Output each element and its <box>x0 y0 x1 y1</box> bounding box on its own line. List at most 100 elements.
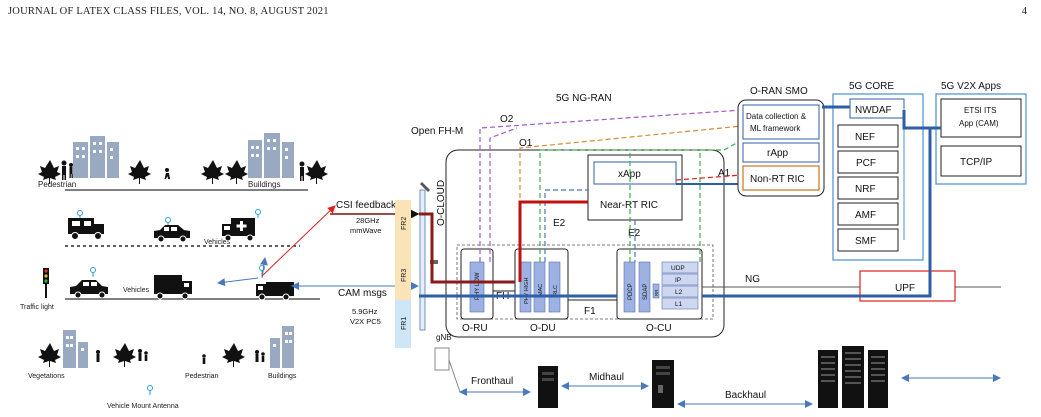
o2-label: O2 <box>500 114 514 125</box>
antenna-icon <box>147 385 153 391</box>
gnb-antenna-icon <box>419 182 438 331</box>
ambulance-icon <box>222 218 255 242</box>
pedestrian-icon <box>202 354 206 364</box>
traffic-light-icon <box>43 268 49 298</box>
v2x-freq-label: 5.9GHz <box>352 307 378 316</box>
ng-label: NG <box>745 274 760 285</box>
mmwave-freq-label: 28GHz <box>356 216 380 225</box>
non-rt-ric-label: Non-RT RIC <box>750 174 805 185</box>
o-du-label: O-DU <box>530 323 556 334</box>
pedestrian-icon <box>61 160 67 180</box>
traffic-light-label: Traffic light <box>20 304 54 311</box>
data-paths <box>419 183 1001 298</box>
management-links <box>479 109 743 262</box>
radio-links: CSI feedback 28GHz mmWave CAM msgs 5.9GH… <box>291 182 452 348</box>
truck-icon <box>256 282 294 301</box>
tcpip-label: TCP/IP <box>960 157 993 168</box>
pedestrian-icon <box>255 350 265 362</box>
backhaul-label: Backhaul <box>725 390 766 401</box>
core-function: AMF <box>855 210 876 221</box>
xapp-label: xApp <box>618 169 641 180</box>
buildings-label: Buildings <box>268 373 297 380</box>
o1-label: O1 <box>519 138 533 149</box>
server-icon <box>652 360 674 408</box>
core-function: PCF <box>856 158 876 169</box>
radio-unit-icon <box>434 347 450 371</box>
fr3-label: FR3 <box>401 269 408 282</box>
car-icon <box>154 225 190 243</box>
tree-icon <box>38 160 61 184</box>
o-cu-layer: L1 <box>675 301 683 308</box>
core-function: NEF <box>855 132 875 143</box>
upf-label: UPF <box>895 283 915 294</box>
pedestrian-icon <box>299 161 305 181</box>
truck-icon <box>154 275 192 300</box>
fr1-band <box>395 300 411 348</box>
xapp-box <box>593 161 677 185</box>
o-ru-label: O-RU <box>462 323 488 334</box>
core-function: NWDAF <box>855 105 892 116</box>
transport-network: Fronthaul Midhaul Backhaul <box>434 346 1001 408</box>
core-function: SMF <box>855 236 876 247</box>
smo-domain: O-RAN SMO Data collection & ML framework… <box>737 86 825 197</box>
cam-msgs-label: CAM msgs <box>338 288 387 299</box>
etsi-app-box <box>940 98 1022 138</box>
antenna-icon <box>90 267 96 273</box>
pedestrian-icon <box>69 163 73 178</box>
pedestrian-icon <box>96 350 100 362</box>
fr2-band <box>395 200 411 248</box>
tree-icon <box>113 343 136 367</box>
core-title: 5G CORE <box>849 81 894 92</box>
e2-label: E2 <box>628 228 641 239</box>
open-fhm-label: Open FH-M <box>411 126 463 137</box>
vehicular-scene: Pedestrian Buildings Vehicles <box>20 133 336 410</box>
a1-label: A1 <box>718 168 731 179</box>
vehicles-label: Vehicles <box>123 287 150 294</box>
vehicle-antenna-label: Vehicle Mount Antenna <box>107 403 179 410</box>
tree-icon <box>222 343 245 367</box>
page-number: 4 <box>1021 6 1027 17</box>
tree-icon <box>305 160 328 184</box>
fr3-band <box>395 248 411 300</box>
near-rt-ric-label: Near-RT RIC <box>600 200 658 211</box>
journal-header: JOURNAL OF LATEX CLASS FILES, VOL. 14, N… <box>8 6 329 17</box>
apps-title: 5G V2X Apps <box>941 81 1001 92</box>
tree-icon <box>201 160 224 184</box>
antenna-icon <box>77 210 83 216</box>
o-du-layer: PHY HIGH <box>524 277 530 304</box>
data-collection-label: Data collection & <box>746 112 807 121</box>
server-icon <box>538 366 558 408</box>
vehicles-label: Vehicles <box>204 239 231 246</box>
fr1-label: FR1 <box>401 317 408 330</box>
analytics-links <box>822 105 941 298</box>
smo-title: O-RAN SMO <box>750 86 808 97</box>
o-cu-layer: IP <box>675 277 681 284</box>
core-function: NRF <box>855 184 876 195</box>
e2-label: E2 <box>553 218 566 229</box>
mmwave-label: mmWave <box>350 226 381 235</box>
ng-ran-domain: 5G NG-RAN Open FH-M O2 O1 O-CLOUD xApp N… <box>411 93 760 338</box>
tree-icon <box>225 160 248 184</box>
o-cu-label: O-CU <box>646 323 672 334</box>
building-icon <box>63 330 88 368</box>
o-du-layer: MAC <box>538 284 544 296</box>
non-rt-ric-box <box>742 165 820 191</box>
gnb-label: gNB <box>436 333 452 342</box>
rapp-box <box>742 142 820 163</box>
o-cu-layer: SDAP <box>643 284 649 300</box>
pedestrian-icon <box>164 168 170 179</box>
csi-feedback-label: CSI feedback <box>336 200 397 211</box>
antenna-icon <box>165 217 171 223</box>
etsi-app-label: App (CAM) <box>959 119 999 128</box>
o-cu-layer: L2 <box>675 289 683 296</box>
etsi-label: ETSI ITS <box>964 106 996 115</box>
rapp-label: rApp <box>767 148 789 159</box>
v2x-apps-domain: 5G V2X Apps ETSI ITS App (CAM) TCP/IP <box>935 81 1027 185</box>
building-icon <box>270 326 294 368</box>
o-cu-layer: UDP <box>671 265 685 272</box>
pedestrian-label: Pedestrian <box>38 180 76 189</box>
antenna-icon <box>255 209 261 215</box>
building-icon <box>73 136 119 178</box>
o-cu-layer: PDCP <box>628 283 634 300</box>
